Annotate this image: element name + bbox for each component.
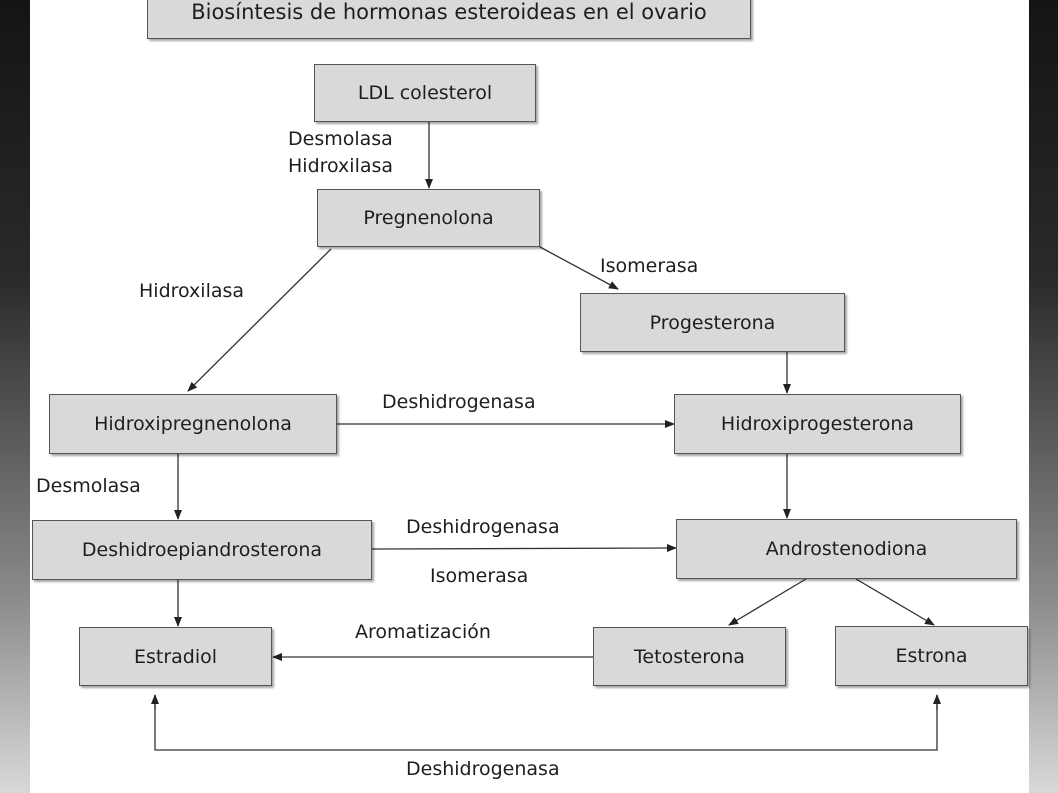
node-ldl-colesterol: LDL colesterol <box>314 64 536 122</box>
enzyme-label-isomerasa: Isomerasa <box>600 255 699 277</box>
node-label: Progesterona <box>649 311 776 334</box>
node-label: Androstenodiona <box>765 538 928 560</box>
left-border <box>0 0 30 793</box>
node-label: Pregnenolona <box>363 207 494 229</box>
enzyme-label-desmolasa: Desmolasa <box>36 475 141 497</box>
node-pregnenolona: Pregnenolona <box>317 189 540 247</box>
enzyme-label-deshidrogenasa: Deshidrogenasa <box>406 516 560 538</box>
node-label: Estradiol <box>133 645 218 668</box>
enzyme-label-hidroxilasa: Hidroxilasa <box>139 280 245 302</box>
node-estrona: Estrona <box>835 626 1028 686</box>
arrow-estradiol-estrona-connector <box>154 695 938 751</box>
node-estradiol: Estradiol <box>79 627 272 686</box>
arrow-pregnenolona-progesterona <box>539 246 619 290</box>
node-label: Hidroxiprogesterona <box>720 413 915 435</box>
title-box: Biosíntesis de hormonas esteroideas en e… <box>147 0 751 39</box>
enzyme-label-deshidrogenasa: Deshidrogenasa <box>406 758 560 780</box>
node-deshidroepiandrosterona: Deshidroepiandrosterona <box>32 520 372 580</box>
enzyme-label-deshidrogenasa: Deshidrogenasa <box>382 391 536 413</box>
arrow-pregnenolona-hidroxipregnenolona <box>187 248 332 392</box>
diagram-title: Biosíntesis de hormonas esteroideas en e… <box>191 0 707 24</box>
arrow-dhea-androstenodiona <box>371 544 677 553</box>
node-hidroxiprogesterona: Hidroxiprogesterona <box>674 394 961 454</box>
enzyme-label-desmolasa: Desmolasa <box>288 128 393 150</box>
node-label: Hidroxipregnenolona <box>94 413 292 435</box>
node-hidroxipregnenolona: Hidroxipregnenolona <box>49 394 337 454</box>
node-label: Tetosterona <box>634 645 745 668</box>
node-label: LDL colesterol <box>357 82 493 104</box>
arrow-androstenodiona-estrona <box>855 578 935 626</box>
arrow-androstenodiona-tetosterona <box>728 578 807 626</box>
enzyme-label-hidroxilasa: Hidroxilasa <box>288 155 394 177</box>
node-androstenodiona: Androstenodiona <box>676 519 1017 579</box>
node-progesterona: Progesterona <box>580 293 845 352</box>
node-label: Estrona <box>895 645 968 667</box>
right-border <box>1029 0 1058 793</box>
enzyme-label-isomerasa: Isomerasa <box>430 565 529 587</box>
node-label: Deshidroepiandrosterona <box>81 539 323 561</box>
enzyme-label-aromatizacion: Aromatización <box>355 621 491 643</box>
node-tetosterona: Tetosterona <box>593 627 786 686</box>
